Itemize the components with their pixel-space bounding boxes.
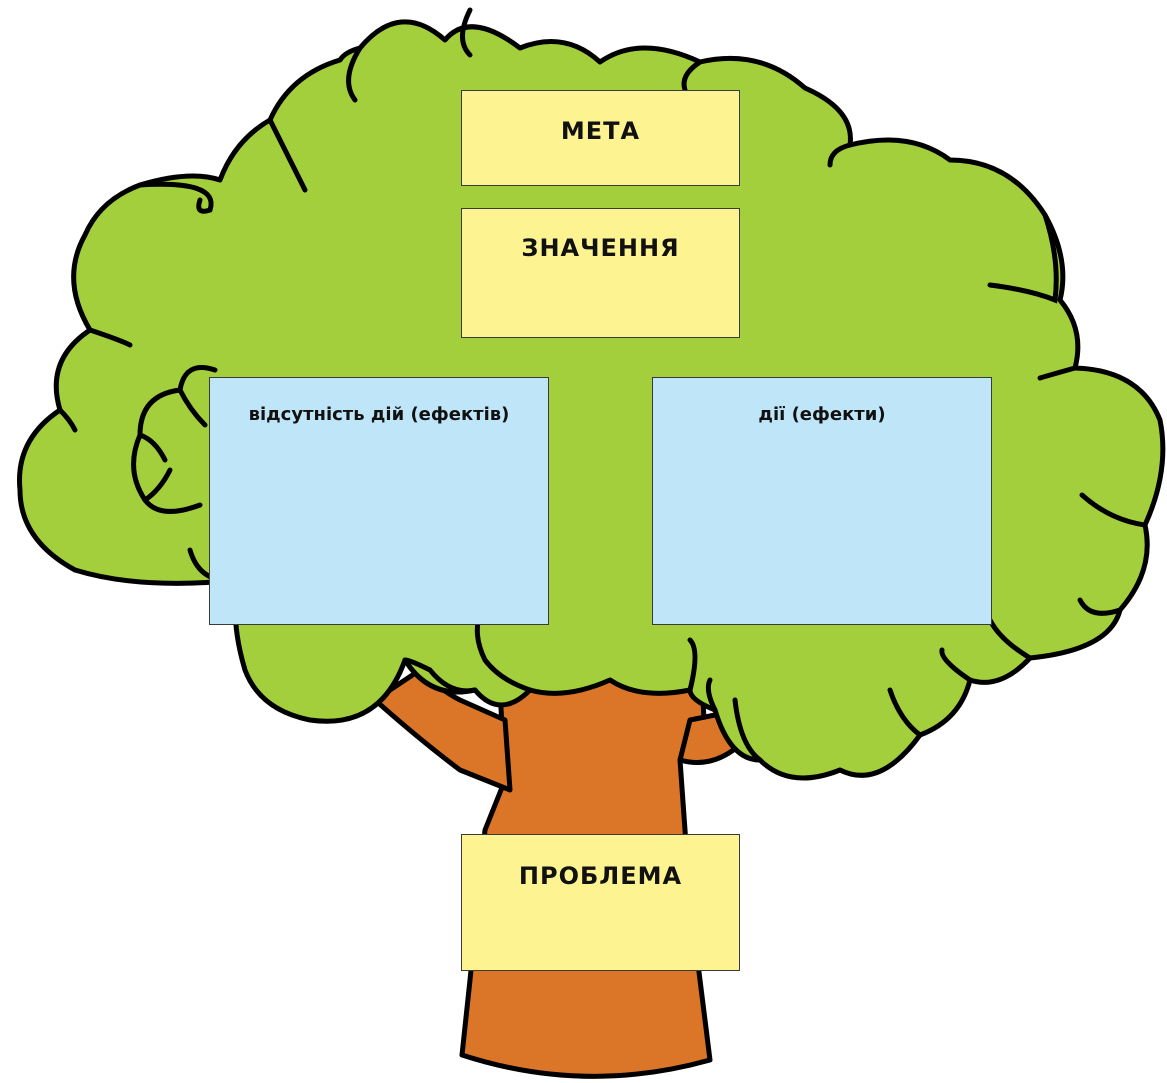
goal-label: МЕТА bbox=[560, 117, 641, 145]
actions-box: дії (ефекти) bbox=[652, 377, 992, 625]
problem-label: ПРОБЛЕМА bbox=[518, 862, 683, 890]
foliage-contour-lines bbox=[57, 7, 1148, 763]
actions-label: дії (ефекти) bbox=[758, 404, 886, 425]
meaning-label: ЗНАЧЕННЯ bbox=[521, 234, 680, 262]
goal-box: МЕТА bbox=[461, 90, 740, 186]
problem-box: ПРОБЛЕМА bbox=[461, 834, 740, 971]
no-actions-label: відсутність дій (ефектів) bbox=[248, 404, 510, 425]
no-actions-box: відсутність дій (ефектів) bbox=[209, 377, 549, 625]
meaning-box: ЗНАЧЕННЯ bbox=[461, 208, 740, 338]
